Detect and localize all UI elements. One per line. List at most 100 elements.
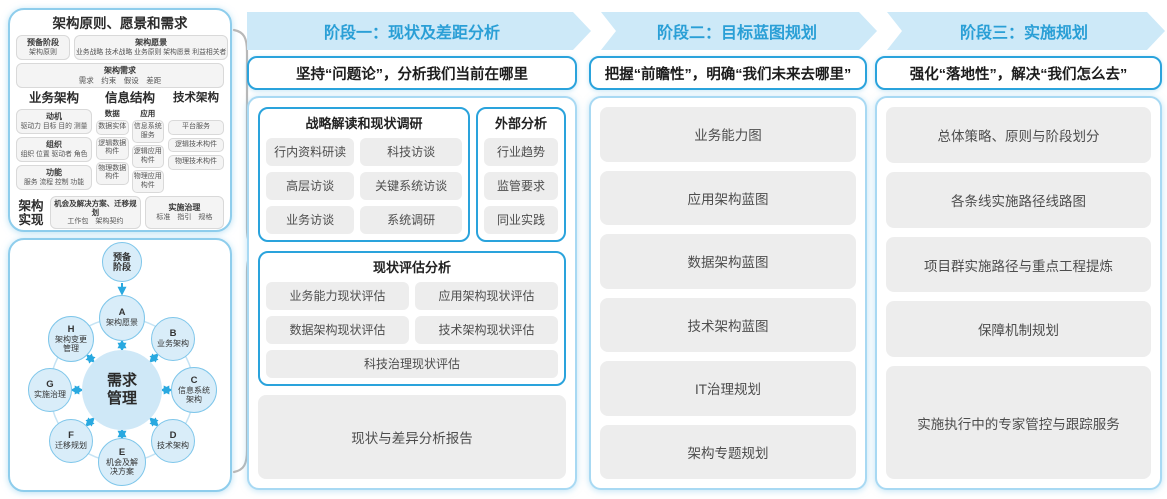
application-item: 逻辑应用构件 bbox=[131, 145, 164, 168]
prep-phase-sub: 架构原则 bbox=[29, 49, 57, 56]
adm-center-requirements-management: 需求管理 bbox=[82, 350, 162, 430]
assessment-item: 数据架构现状评估 bbox=[266, 316, 409, 344]
business-architecture-title: 业务架构 bbox=[28, 91, 79, 105]
adm-node-preliminary: 预备阶段 bbox=[102, 242, 142, 282]
function-box: 功能 服务 流程 控制 功能 bbox=[16, 165, 92, 190]
organization-title: 组织 bbox=[46, 140, 62, 149]
assessment-item: 业务能力现状评估 bbox=[266, 282, 409, 310]
adm-node-letter: G bbox=[46, 379, 54, 391]
adm-node-letter: F bbox=[68, 430, 74, 442]
adm-node-label: 技术架构 bbox=[157, 441, 189, 451]
adm-node-c: C 信息系统架构 bbox=[171, 367, 217, 413]
technical-architecture-column: 技术架构 平台服务 逻辑技术构件 物理技术构件 bbox=[168, 91, 224, 193]
function-sub: 服务 流程 控制 功能 bbox=[23, 179, 85, 186]
adm-preliminary-label: 预备阶段 bbox=[112, 251, 131, 273]
architecture-requirements-title: 架构需求 bbox=[104, 66, 136, 75]
architecture-vision-sub: 业务战略 技术战略 业务原则 架构愿景 利益相关者 bbox=[76, 49, 227, 56]
data-subcolumn: 数据 数据实体 逻辑数据构件 物理数据构件 bbox=[96, 109, 129, 193]
opportunities-migration-title: 机会及解决方案、迁移规划 bbox=[54, 199, 137, 217]
external-analysis-title: 外部分析 bbox=[494, 116, 547, 131]
adm-node-e: E 机会及解决方案 bbox=[98, 438, 146, 486]
technology-item: 物理技术构件 bbox=[168, 155, 224, 170]
assessment-item: 技术架构现状评估 bbox=[415, 316, 558, 344]
external-item: 同业实践 bbox=[484, 206, 558, 234]
application-subcolumn-title: 应用 bbox=[140, 109, 156, 118]
adm-node-label: 机会及解决方案 bbox=[106, 457, 138, 477]
architecture-principles-panel: 架构原则、愿景和需求 预备阶段 架构原则 架构愿景 业务战略 技术战略 业务原则… bbox=[8, 8, 232, 232]
adm-node-label: 架构愿景 bbox=[106, 318, 138, 328]
phase3-header-text: 阶段三：实施规划 bbox=[959, 25, 1088, 42]
architecture-implementation-title: 架构实现 bbox=[18, 198, 44, 227]
research-item: 科技访谈 bbox=[360, 138, 462, 166]
adm-node-label: 业务架构 bbox=[157, 339, 189, 349]
phase1-header-band: 阶段一：现状及差距分析 bbox=[247, 12, 591, 50]
adm-node-letter: A bbox=[118, 307, 126, 319]
motivation-sub: 驱动力 目标 目的 测量 bbox=[20, 123, 88, 130]
adm-node-letter: H bbox=[67, 323, 75, 335]
phase2-item: 数据架构蓝图 bbox=[600, 234, 856, 289]
technical-architecture-title: 技术架构 bbox=[173, 92, 219, 104]
opportunities-migration-box: 机会及解决方案、迁移规划 工作包 架构契约 bbox=[50, 196, 141, 229]
research-item: 业务访谈 bbox=[266, 206, 355, 234]
assessment-item: 应用架构现状评估 bbox=[415, 282, 558, 310]
phase2-item: IT治理规划 bbox=[600, 361, 856, 416]
phase1-slogan-banner: 坚持“问题论”，分析我们当前在哪里 bbox=[247, 56, 577, 90]
external-analysis-group: 外部分析 行业趋势 监管要求 同业实践 bbox=[476, 107, 566, 242]
architecture-requirements-box: 架构需求 需求 约束 假设 差距 bbox=[16, 63, 224, 88]
adm-cycle-panel: 预备阶段 A 架构愿景 B 业务架构 C 信息系统架构 D 技术架构 E 机会及… bbox=[8, 238, 232, 492]
phase1-slogan-text: 坚持“问题论”，分析我们当前在哪里 bbox=[296, 66, 528, 83]
phase2-content-panel: 业务能力图 应用架构蓝图 数据架构蓝图 技术架构蓝图 IT治理规划 架构专题规划 bbox=[589, 96, 867, 490]
technology-item: 平台服务 bbox=[168, 120, 224, 135]
adm-node-letter: B bbox=[169, 328, 177, 340]
opportunities-migration-sub: 工作包 架构契约 bbox=[67, 218, 124, 225]
phase2-slogan-banner: 把握“前瞻性”，明确“我们未来去哪里” bbox=[589, 56, 867, 90]
prep-phase-box: 预备阶段 架构原则 bbox=[16, 35, 70, 60]
phase3-slogan-banner: 强化“落地性”，解决“我们怎么去” bbox=[875, 56, 1162, 90]
phase2-item: 业务能力图 bbox=[600, 107, 856, 162]
phase3-item: 实施执行中的专家管控与跟踪服务 bbox=[886, 366, 1151, 480]
gap-analysis-report-box: 现状与差异分析报告 bbox=[258, 395, 566, 479]
motivation-title: 动机 bbox=[46, 112, 62, 121]
application-subcolumn: 应用 信息系统服务 逻辑应用构件 物理应用构件 bbox=[131, 109, 164, 193]
phase3-content-panel: 总体策略、原则与阶段划分 各条线实施路径线路图 项目群实施路径与重点工程提炼 保… bbox=[875, 96, 1162, 490]
prep-phase-title: 预备阶段 bbox=[27, 38, 59, 47]
phase1-content-panel: 战略解读和现状调研 行内资料研读 科技访谈 高层访谈 关键系统访谈 业务访谈 系… bbox=[247, 96, 577, 490]
research-item: 系统调研 bbox=[360, 206, 462, 234]
current-state-assessment-title: 现状评估分析 bbox=[372, 260, 451, 275]
function-title: 功能 bbox=[46, 168, 62, 177]
research-item: 关键系统访谈 bbox=[360, 172, 462, 200]
phase3-item: 各条线实施路径线路图 bbox=[886, 171, 1151, 228]
research-item: 高层访谈 bbox=[266, 172, 355, 200]
data-item: 数据实体 bbox=[96, 120, 129, 135]
adm-node-label: 架构变更管理 bbox=[55, 334, 87, 354]
organization-sub: 组织 位置 驱动者 角色 bbox=[20, 151, 88, 158]
current-state-assessment-group: 现状评估分析 业务能力现状评估 应用架构现状评估 数据架构现状评估 技术架构现状… bbox=[258, 251, 566, 386]
business-architecture-column: 业务架构 动机 驱动力 目标 目的 测量 组织 组织 位置 驱动者 角色 功能 … bbox=[16, 91, 92, 193]
phase3-slogan-text: 强化“落地性”，解决“我们怎么去” bbox=[909, 66, 1128, 83]
architecture-vision-box: 架构愿景 业务战略 技术战略 业务原则 架构愿景 利益相关者 bbox=[74, 35, 229, 60]
data-item: 逻辑数据构件 bbox=[96, 136, 129, 160]
phase2-item: 技术架构蓝图 bbox=[600, 297, 856, 352]
implementation-governance-title: 实施治理 bbox=[168, 203, 201, 212]
external-item: 行业趋势 bbox=[484, 138, 558, 166]
data-item: 物理数据构件 bbox=[96, 161, 129, 185]
phase3-header-band: 阶段三：实施规划 bbox=[887, 12, 1165, 50]
strategy-research-title: 战略解读和现状调研 bbox=[305, 116, 423, 131]
adm-node-letter: D bbox=[169, 430, 177, 442]
phase2-header-text: 阶段二：目标蓝图规划 bbox=[656, 25, 817, 42]
adm-node-b: B 业务架构 bbox=[151, 317, 195, 361]
principles-panel-title: 架构原则、愿景和需求 bbox=[52, 16, 188, 31]
adm-node-g: G 实施治理 bbox=[28, 368, 72, 412]
assessment-item: 科技治理现状评估 bbox=[266, 350, 558, 378]
implementation-governance-box: 实施治理 标准 指引 规格 bbox=[144, 196, 224, 229]
adm-node-d: D 技术架构 bbox=[151, 419, 195, 463]
adm-node-label: 实施治理 bbox=[34, 390, 66, 400]
motivation-box: 动机 驱动力 目标 目的 测量 bbox=[16, 109, 92, 134]
adm-node-label: 信息系统架构 bbox=[178, 385, 210, 405]
adm-node-label: 迁移规划 bbox=[55, 441, 87, 451]
implementation-governance-sub: 标准 指引 规格 bbox=[156, 214, 213, 221]
adm-node-letter: E bbox=[118, 446, 126, 458]
application-item: 信息系统服务 bbox=[131, 120, 164, 143]
adm-node-f: F 迁移规划 bbox=[49, 419, 93, 463]
